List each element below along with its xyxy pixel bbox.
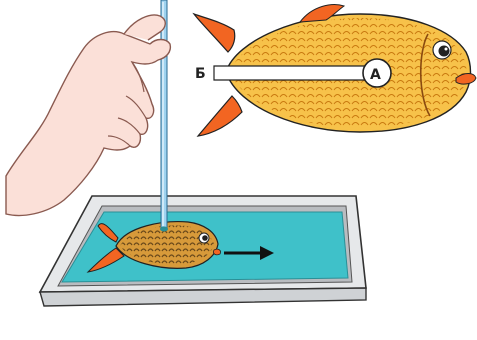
fish-tail-top [194, 14, 235, 52]
label-point-a: А [370, 67, 381, 83]
glass-rod-icon [160, 0, 168, 232]
fish-slot [214, 66, 380, 80]
fish-tail-bottom [198, 96, 242, 136]
fish-cutout-icon [194, 5, 476, 136]
hand-icon [6, 15, 170, 215]
label-point-b: Б [195, 66, 206, 82]
